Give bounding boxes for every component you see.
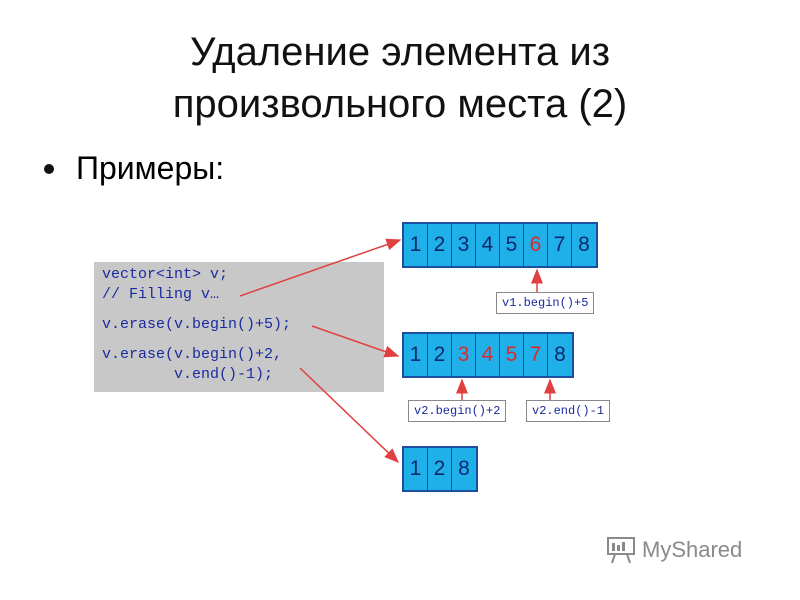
presentation-board-icon	[607, 537, 635, 564]
array-cell: 5	[500, 224, 524, 266]
code-line-erase-range-start: v.erase(v.begin()+2,	[102, 346, 283, 363]
array-cell: 1	[404, 448, 428, 490]
array-cell: 2	[428, 448, 452, 490]
array-cell: 8	[458, 457, 470, 480]
code-line-declaration: vector<int> v;	[102, 266, 229, 283]
iterator-label-v2-end: v2.end()-1	[526, 400, 611, 422]
array-cell: 2	[428, 224, 452, 266]
array-cell: 7	[548, 224, 572, 266]
watermark-logo: MyShared	[606, 536, 742, 564]
logo-text: MyShared	[642, 537, 743, 562]
array-cell-highlighted: 7	[524, 334, 548, 376]
slide-title-line-1: Удаление элемента из	[189, 30, 611, 74]
bullet-text: Примеры:	[76, 150, 225, 186]
array-cell: 1	[404, 224, 428, 266]
slide-title-line-2: произвольного места (2)	[172, 82, 628, 126]
code-line-erase-single: v.erase(v.begin()+5);	[102, 316, 292, 333]
array-cell: 8	[554, 343, 566, 366]
array-cell: 2	[428, 334, 452, 376]
array-cell: 3	[452, 224, 476, 266]
array-cell-highlighted: 3	[452, 334, 476, 376]
code-block: vector<int> v; // Filling v… v.erase(v.b…	[94, 262, 384, 392]
array-cell: 4	[476, 224, 500, 266]
iterator-label-v1-begin: v1.begin()+5	[496, 292, 595, 314]
bullet-item: Примеры:	[44, 148, 224, 188]
code-line-comment: // Filling v…	[102, 286, 220, 303]
array-cell-highlighted: 6	[524, 224, 548, 266]
bullet-dot-icon	[44, 164, 54, 174]
array-cell-highlighted: 5	[500, 334, 524, 376]
code-line-erase-range-end: v.end()-1);	[102, 366, 274, 383]
iterator-label-v2-begin: v2.begin()+2	[408, 400, 507, 422]
slide-title: Удаление элемента из произвольного места…	[0, 26, 800, 130]
array-after-range-erase: 1 2 8	[402, 446, 478, 492]
array-cell-highlighted: 4	[476, 334, 500, 376]
array-original: 1 2 3 4 5 6 7 8	[402, 222, 598, 268]
array-cell: 8	[578, 233, 590, 256]
array-cell: 1	[404, 334, 428, 376]
array-after-first-erase: 1 2 3 4 5 7 8	[402, 332, 574, 378]
